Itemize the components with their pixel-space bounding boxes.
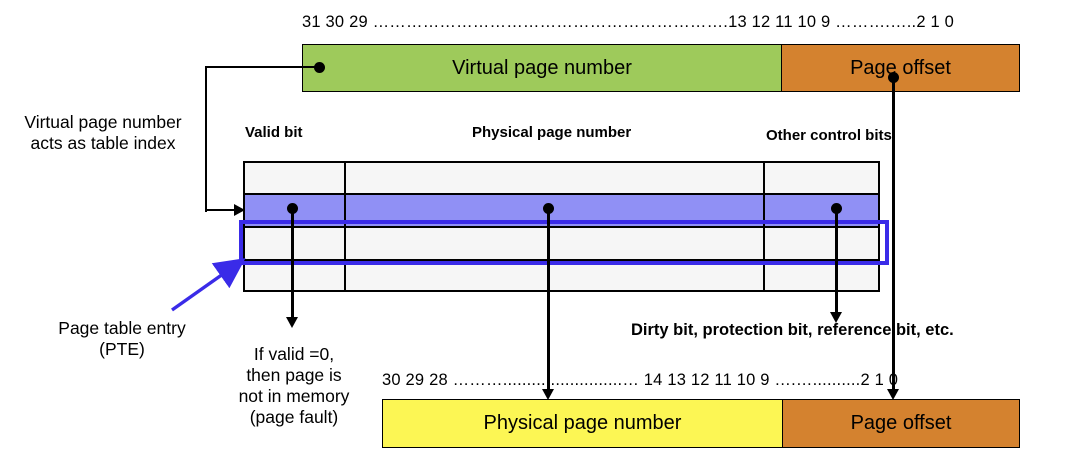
pte-note-line-2: (PTE) — [99, 339, 145, 359]
pte-callout-label: Page table entry (PTE) — [22, 318, 222, 360]
page-table-column-divider-control — [763, 161, 766, 292]
physical-page-number-label: Physical page number — [483, 412, 682, 434]
valid-bit-tap-dot — [287, 203, 298, 214]
page-table-entry-highlight — [239, 220, 889, 265]
column-header-valid-bit: Valid bit — [245, 124, 303, 141]
index-arrow-segment-vertical — [205, 66, 208, 212]
control-bits-arrow-line — [835, 211, 838, 319]
valid-note-line-3: not in memory — [238, 386, 350, 406]
virtual-page-number-label: Virtual page number — [452, 56, 632, 79]
valid-note-line-2: then page is — [246, 365, 342, 385]
page-offset-copy-arrow-head — [887, 389, 899, 400]
virtual-page-offset-label: Page offset — [850, 56, 951, 79]
valid-bit-arrow-head — [286, 317, 298, 328]
voffset-connector-dot — [888, 72, 899, 83]
physical-page-offset-label: Page offset — [850, 412, 952, 434]
valid-note-line-4: (page fault) — [249, 407, 339, 427]
page-table-row-divider-2 — [243, 226, 880, 229]
virtual-page-number-field: Virtual page number — [302, 44, 782, 92]
page-table-column-divider-valid — [344, 161, 347, 292]
physical-page-number-arrow-line — [547, 211, 550, 394]
control-bits-arrow-head — [830, 312, 842, 323]
pte-callout-arrow — [171, 258, 246, 312]
virtual-address-bit-ruler: 31 30 29 ……………………………………………………….13 12 11 … — [302, 13, 955, 31]
column-header-physical-page-number: Physical page number — [472, 124, 632, 141]
index-arrow-head — [234, 204, 245, 216]
physical-page-number-arrow-head — [542, 389, 554, 400]
physical-page-number-field: Physical page number — [382, 399, 783, 448]
index-note-line-2: acts as table index — [30, 133, 176, 153]
index-arrow-segment-horizontal-bottom — [205, 209, 237, 212]
index-note-line-1: Virtual page number — [24, 112, 182, 132]
valid-note-line-1: If valid =0, — [253, 344, 335, 364]
physical-page-number-tap-dot — [543, 203, 554, 214]
page-table-row-divider-3 — [243, 259, 880, 262]
valid-bit-arrow-line — [291, 211, 294, 319]
page-table-row-divider-1 — [243, 193, 880, 196]
valid-bit-zero-note: If valid =0, then page is not in memory … — [205, 344, 383, 428]
index-arrow-segment-horizontal-top — [205, 66, 320, 69]
control-bits-tap-dot — [831, 203, 842, 214]
physical-address-bit-ruler: 30 29 28 ……….........................… 1… — [382, 371, 899, 389]
other-control-bits-note: Dirty bit, protection bit, reference bit… — [631, 321, 954, 339]
pte-note-line-1: Page table entry — [58, 318, 186, 338]
column-header-other-control-bits: Other control bits — [766, 127, 892, 144]
virtual-page-offset-field: Page offset — [781, 44, 1020, 92]
page-offset-copy-arrow-line — [892, 80, 895, 394]
virtual-page-index-note: Virtual page number acts as table index — [8, 112, 198, 154]
physical-page-offset-field: Page offset — [782, 399, 1020, 448]
